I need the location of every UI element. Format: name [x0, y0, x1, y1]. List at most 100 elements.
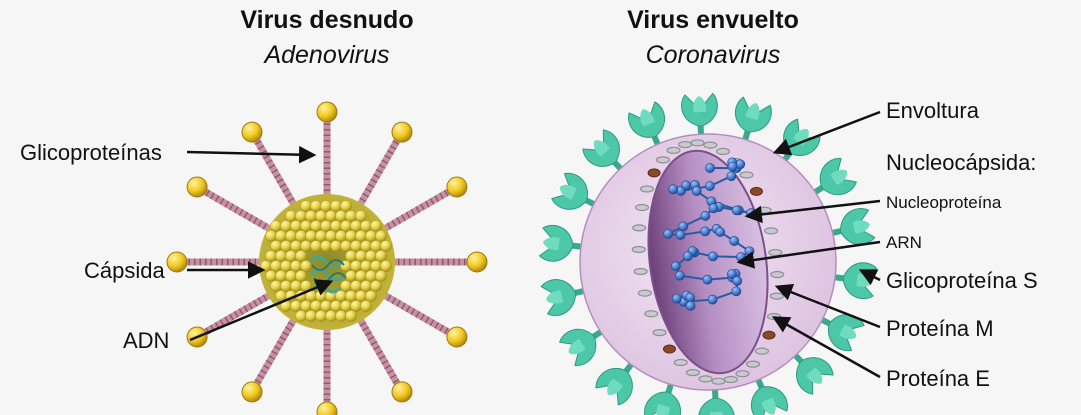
capsomere [365, 270, 376, 281]
capsomere [280, 220, 291, 231]
capsomere [365, 230, 376, 241]
capsomere [300, 240, 311, 251]
capsomere [340, 200, 351, 211]
fiber-knob [317, 402, 337, 415]
capsomere [300, 220, 311, 231]
label-rna: ARN [886, 233, 922, 253]
capsomere [340, 220, 351, 231]
nucleoprotein-bead [676, 230, 685, 239]
capsomere [320, 300, 331, 311]
nucleoprotein-bead [709, 204, 718, 213]
capsomere [345, 270, 356, 281]
capsomere [345, 310, 356, 321]
capsomere [305, 310, 316, 321]
protein-m [635, 204, 648, 210]
label-protein-m: Proteína M [886, 316, 994, 342]
protein-m [657, 157, 670, 163]
capsomere [325, 230, 336, 241]
fiber-knob [392, 382, 412, 402]
label-dna: ADN [123, 328, 169, 354]
capsomere [350, 260, 361, 271]
capsomere [315, 230, 326, 241]
capsomere [275, 250, 286, 261]
capsomere [320, 220, 331, 231]
capsomere [360, 280, 371, 291]
protein-m [771, 272, 784, 278]
nucleoprotein-bead [701, 227, 710, 236]
capsomere [295, 310, 306, 321]
capsomere [315, 210, 326, 221]
capsomere [270, 260, 281, 271]
fiber-knob [392, 122, 412, 142]
protein-m [770, 293, 783, 299]
capsomere [305, 210, 316, 221]
nucleoprotein-bead [732, 206, 741, 215]
capsomere [360, 260, 371, 271]
capsomere [370, 240, 381, 251]
capsomere [310, 200, 321, 211]
protein-e [750, 187, 762, 195]
protein-m [724, 376, 737, 382]
fiber-knob [187, 177, 207, 197]
capsomere [345, 210, 356, 221]
label-spike-glycoprotein: Glicoproteína S [886, 268, 1038, 294]
capsomere [265, 270, 276, 281]
nucleoprotein-bead [686, 301, 695, 310]
capsomere [285, 270, 296, 281]
capsomere [350, 240, 361, 251]
capsomere [330, 240, 341, 251]
nucleoprotein-bead [705, 181, 714, 190]
capsomere [345, 290, 356, 301]
protein-m [769, 250, 782, 256]
fiber-knob [467, 252, 487, 272]
protein-m [640, 186, 653, 192]
nucleoprotein-bead [733, 276, 742, 285]
fiber-knob [447, 327, 467, 347]
right-subtitle: Coronavirus [563, 41, 863, 70]
capsomere [275, 230, 286, 241]
capsomere [310, 240, 321, 251]
capsomere [295, 210, 306, 221]
capsomere [305, 230, 316, 241]
capsomere [265, 230, 276, 241]
left-subtitle: Adenovirus [177, 41, 477, 70]
protein-m [755, 348, 768, 354]
label-nucleocapsid: Nucleocápsida: [886, 150, 1036, 176]
protein-m [632, 246, 645, 252]
nucleoprotein-bead [701, 211, 710, 220]
capsomere [375, 250, 386, 261]
capsomere [380, 240, 391, 251]
fiber-knob [242, 382, 262, 402]
fiber-knob [167, 252, 187, 272]
capsomere [330, 300, 341, 311]
protein-m [674, 360, 687, 366]
protein-e [648, 169, 660, 177]
nucleoprotein-bead [672, 294, 681, 303]
protein-m [712, 378, 725, 384]
capsomere [315, 290, 326, 301]
capsomere [355, 230, 366, 241]
capsomere [310, 220, 321, 231]
capsomere [290, 240, 301, 251]
capsomere [260, 260, 271, 271]
protein-m [645, 311, 658, 317]
capsomere [375, 270, 386, 281]
capsomere [350, 280, 361, 291]
capsomere [270, 280, 281, 291]
nucleoprotein-bead [728, 162, 737, 171]
label-capsid: Cápsida [84, 258, 165, 284]
protein-m [740, 172, 753, 178]
nucleoprotein-bead [716, 227, 725, 236]
capsomere [285, 210, 296, 221]
capsomere [355, 290, 366, 301]
capsomere [280, 240, 291, 251]
capsomere [320, 240, 331, 251]
nucleoprotein-bead [708, 252, 717, 261]
nucleoprotein-bead [664, 229, 673, 238]
fiber-knob [317, 102, 337, 122]
capsomere [295, 230, 306, 241]
protein-m [679, 142, 692, 148]
capsomere [290, 220, 301, 231]
label-envelope: Envoltura [886, 98, 979, 124]
capsomere [335, 310, 346, 321]
